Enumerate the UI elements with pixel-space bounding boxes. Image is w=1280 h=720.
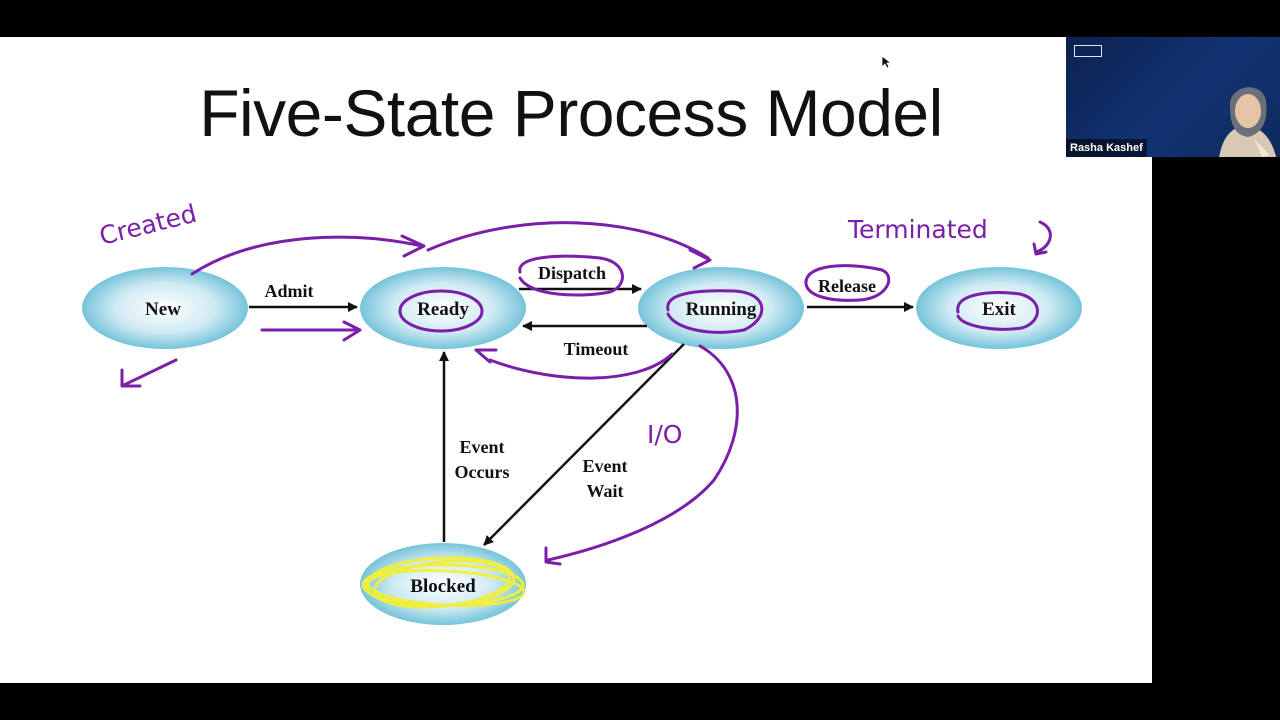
ink-arc-ready-running	[428, 223, 708, 258]
state-diagram: New Ready Running Exit Blocked Admit Dis…	[0, 37, 1152, 683]
state-new-label: New	[145, 299, 181, 320]
ink-checkmark	[122, 360, 176, 386]
edge-label-event-wait-1: Event	[583, 456, 628, 476]
state-exit-label: Exit	[982, 299, 1016, 320]
ink-text-io: I/O	[647, 420, 682, 449]
presenter-video	[1208, 67, 1280, 157]
ink-text-terminated: Terminated	[847, 215, 988, 244]
edge-label-event-wait-2: Wait	[586, 481, 623, 501]
edge-label-release: Release	[818, 276, 876, 296]
university-logo-icon	[1074, 45, 1102, 57]
edge-label-dispatch: Dispatch	[538, 263, 606, 283]
state-running-label: Running	[686, 299, 757, 320]
edge-label-event-occurs-1: Event	[460, 437, 505, 457]
state-ready-label: Ready	[417, 299, 469, 320]
edge-label-timeout: Timeout	[564, 339, 629, 359]
ink-terminated-curl	[1036, 222, 1050, 252]
ink-text-created: Created	[96, 199, 199, 251]
ink-arc-new-ready	[192, 237, 422, 274]
edge-label-event-occurs-2: Occurs	[455, 462, 510, 482]
mouse-cursor-icon	[881, 55, 891, 69]
webcam-overlay: Rasha Kashef	[1066, 37, 1280, 157]
state-blocked-label: Blocked	[410, 576, 476, 597]
presentation-slide: Five-State Process Model New Ready Runni…	[0, 37, 1152, 683]
edge-label-admit: Admit	[265, 281, 314, 301]
presenter-name: Rasha Kashef	[1066, 139, 1147, 157]
